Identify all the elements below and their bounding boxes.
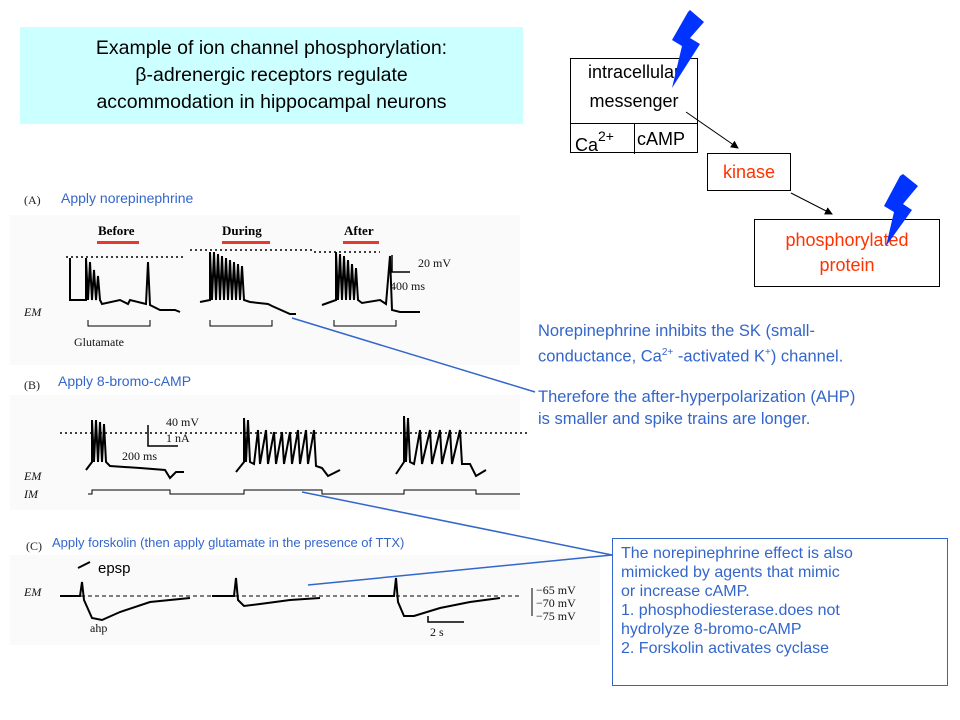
glutamate-label: Glutamate bbox=[74, 335, 124, 349]
protein-line-2: protein bbox=[819, 255, 875, 275]
panel-c-letter: (C) bbox=[26, 539, 42, 553]
panel-b-label: Apply 8-bromo-cAMP bbox=[58, 373, 192, 389]
condition-bar bbox=[97, 241, 139, 244]
effect-line-6: 2. Forskolin activates cyclase bbox=[621, 640, 830, 657]
explanation-line-1: Norepinephrine inhibits the SK (small- bbox=[538, 322, 815, 340]
ahp-label: ahp bbox=[90, 621, 108, 635]
condition-bar bbox=[343, 241, 379, 244]
ca-cell: Ca2+ bbox=[575, 128, 614, 155]
effect-line-5: hydrolyze 8-bromo-cAMP bbox=[621, 621, 802, 638]
connector-line bbox=[301, 491, 613, 556]
arrow-kinase-to-protein bbox=[790, 192, 833, 215]
em-label-c: EM bbox=[24, 585, 42, 599]
panel-c-label: Apply forskolin (then apply glutamate in… bbox=[52, 535, 405, 550]
cell-divider bbox=[634, 124, 635, 154]
kinase-box: kinase bbox=[707, 153, 791, 191]
explanation-line-3: Therefore the after-hyperpolarization (A… bbox=[538, 388, 856, 406]
lightning-bolt-icon bbox=[884, 174, 918, 246]
condition-bar bbox=[222, 241, 270, 244]
scale-time-c: 2 s bbox=[430, 625, 444, 639]
im-label-b: IM bbox=[24, 487, 38, 501]
em-label-b: EM bbox=[24, 469, 42, 483]
connector-line bbox=[307, 554, 613, 586]
messenger-line-2: messenger bbox=[589, 91, 679, 111]
title-line-2: β-adrenergic receptors regulate bbox=[135, 64, 408, 86]
voltage-level-2: −70 mV bbox=[536, 596, 576, 610]
scale-voltage-b: 40 mV bbox=[166, 415, 199, 429]
scale-time: 400 ms bbox=[390, 279, 426, 293]
effect-line-1: The norepinephrine effect is also bbox=[621, 545, 853, 562]
explanation-line-4: is smaller and spike trains are longer. bbox=[538, 410, 811, 428]
explanation-line-2: conductance, Ca2+ -activated K+) channel… bbox=[538, 347, 844, 366]
lightning-bolt-icon bbox=[672, 10, 704, 88]
phosphorylated-protein-box: phosphorylated protein bbox=[754, 219, 940, 287]
title-box: Example of ion channel phosphorylation: … bbox=[20, 27, 523, 124]
connector-line bbox=[291, 317, 536, 393]
scale-voltage: 20 mV bbox=[418, 256, 451, 270]
effect-line-2: mimicked by agents that mimic bbox=[621, 564, 840, 581]
effect-line-3: or increase cAMP. bbox=[621, 583, 750, 600]
effect-line-4: 1. phosphodiesterase.does not bbox=[621, 602, 840, 619]
panel-a-figure: Before During After 20 mV 400 ms EM Glut… bbox=[10, 215, 520, 365]
em-label: EM bbox=[24, 305, 42, 319]
condition-during: During bbox=[222, 223, 262, 238]
title-line-1: Example of ion channel phosphorylation: bbox=[95, 37, 448, 59]
camp-cell: cAMP bbox=[637, 129, 686, 149]
condition-after: After bbox=[344, 223, 374, 238]
condition-before: Before bbox=[98, 223, 135, 238]
panel-b-letter: (B) bbox=[24, 378, 40, 392]
panel-a-letter: (A) bbox=[24, 193, 41, 207]
panel-a-label: Apply norepinephrine bbox=[61, 190, 194, 206]
cAMP-effect-box: The norepinephrine effect is also mimick… bbox=[612, 538, 948, 686]
voltage-level-3: −75 mV bbox=[536, 609, 576, 623]
epsp-label: epsp bbox=[98, 560, 131, 577]
scale-time-b: 200 ms bbox=[122, 449, 158, 463]
messenger-line-1: intracellular bbox=[587, 62, 681, 82]
title-line-3: accommodation in hippocampal neurons bbox=[96, 91, 447, 113]
messenger-cells: Ca2+ cAMP bbox=[571, 123, 697, 155]
voltage-level-1: −65 mV bbox=[536, 583, 576, 597]
arrow-messenger-to-kinase bbox=[685, 111, 739, 149]
protein-line-1: phosphorylated bbox=[785, 230, 909, 250]
scale-current-b: 1 nA bbox=[166, 431, 190, 445]
